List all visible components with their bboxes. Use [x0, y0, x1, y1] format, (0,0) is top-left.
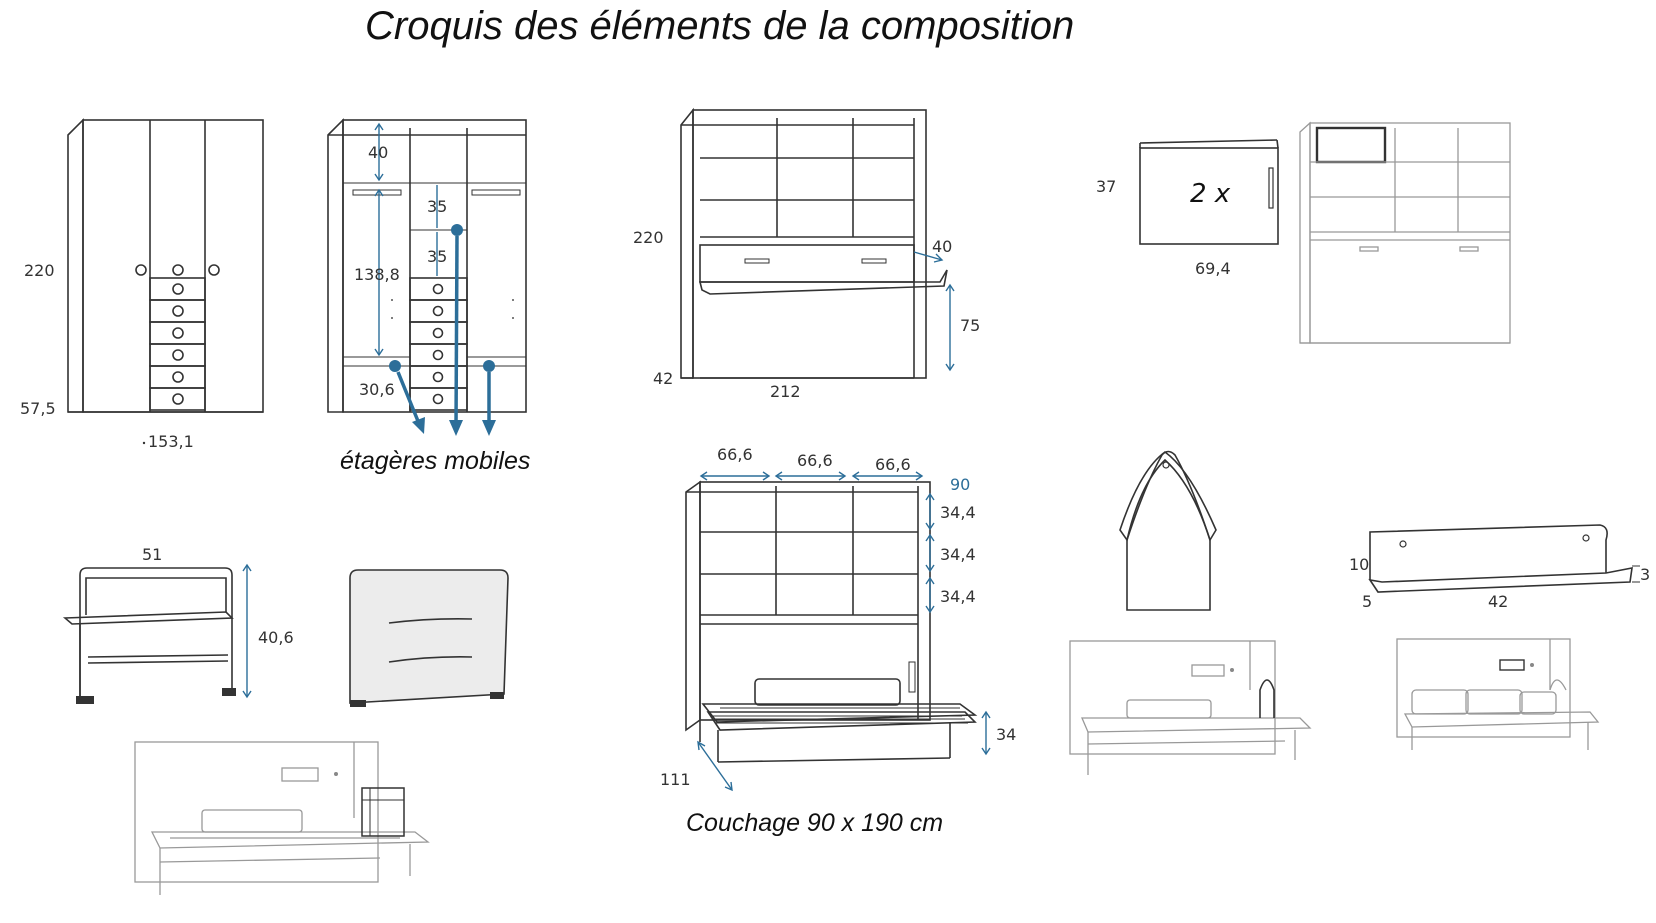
dim-bed-leg-height: 34	[996, 725, 1016, 744]
dim-interior-shelf-2: 35	[427, 247, 447, 266]
dim-bookcase-col-1: 66,6	[717, 445, 753, 464]
bed-unit-light-sketch	[1299, 121, 1511, 344]
dim-wardrobe-depth: 57,5	[20, 399, 56, 418]
dim-panel-height: 37	[1096, 177, 1116, 196]
dim-bedunit-width: 212	[770, 382, 801, 401]
dim-bookcase-col-3: 66,6	[875, 455, 911, 474]
dim-bed-depth: 111	[660, 770, 691, 789]
bed-slats	[712, 715, 968, 724]
panel-qty: 2 x	[1190, 179, 1231, 209]
dim-interior-hanging: 138,8	[354, 265, 400, 284]
dim-bedunit-height: 220	[633, 228, 664, 247]
dim-shelf-lip: 3	[1640, 565, 1650, 584]
caption-mobile-shelves: étagères mobiles	[340, 447, 531, 475]
bed-desk-light-sketch	[134, 741, 430, 895]
dim-shelf-width: 42	[1488, 592, 1508, 611]
dim-bookcase-row-1: 34,4	[940, 503, 976, 522]
caption-couchage: Couchage 90 x 190 cm	[686, 809, 944, 837]
bed-sofa-light-sketch	[1396, 638, 1600, 750]
dim-bookcase-row-2: 34,4	[940, 545, 976, 564]
dim-bookcase-col-2: 66,6	[797, 451, 833, 470]
headboard-sketch	[349, 569, 509, 707]
dim-shelf-depth: 5	[1362, 592, 1372, 611]
dim-bedunit-front: 40	[932, 237, 952, 256]
dim-bedunit-depth: 42	[653, 369, 673, 388]
bookcase-bed-open-sketch: 66,6 66,6 66,6 90 34,4 34,4 34,4 34 111	[660, 445, 1016, 792]
wall-shelf-sketch: 10 5 42 3	[1349, 524, 1650, 611]
dim-desk-width: 51	[142, 545, 162, 564]
dim-panel-width: 69,4	[1195, 259, 1231, 278]
dim-bookcase-row-3: 34,4	[940, 587, 976, 606]
dim-bookcase-depth: 90	[950, 475, 970, 494]
desk-frame-sketch: 51 40,6	[62, 545, 294, 704]
dim-shelf-height: 10	[1349, 555, 1369, 574]
arch-headboard-sketch	[1119, 450, 1217, 611]
dim-interior-shelf-1: 35	[427, 197, 447, 216]
wardrobe-closed-sketch: 220 57,5 153,1	[20, 118, 264, 451]
dim-interior-top: 40	[368, 143, 388, 162]
dim-wardrobe-width: 153,1	[148, 432, 194, 451]
bed-unit-sketch: 220 42 212 40 75	[633, 107, 980, 401]
dim-wardrobe-height: 220	[24, 261, 55, 280]
dim-interior-bottom: 30,6	[359, 380, 395, 399]
door-panel-sketch: 2 x 37 69,4	[1096, 139, 1279, 278]
wardrobe-interior-sketch: 40 35 35 138,8 30,6	[327, 118, 527, 436]
dim-desk-height: 40,6	[258, 628, 294, 647]
bed-arch-light-sketch	[1069, 640, 1312, 775]
page-title: Croquis des éléments de la composition	[365, 4, 1075, 48]
dim-bedunit-bed-height: 75	[960, 316, 980, 335]
